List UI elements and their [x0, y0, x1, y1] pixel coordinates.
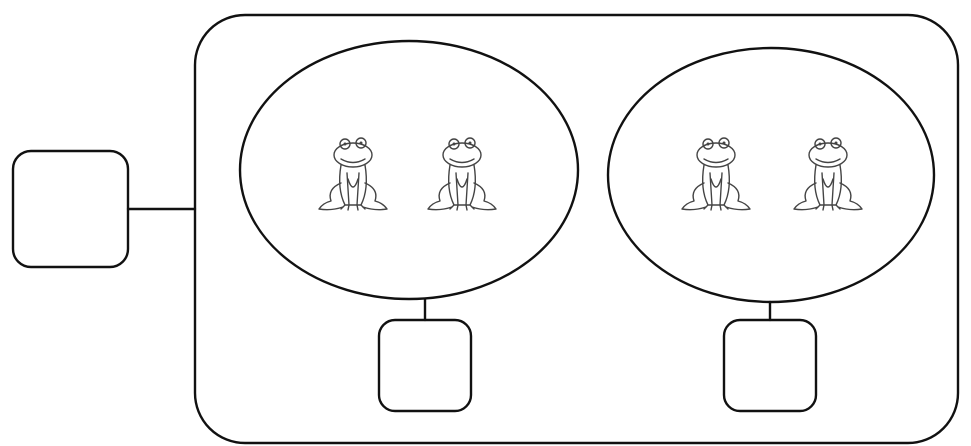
- group-oval-2: [606, 46, 936, 304]
- total-container: [193, 13, 960, 445]
- frog-icon: [318, 137, 388, 211]
- group-oval-1: [238, 39, 580, 301]
- frog-icon: [427, 137, 497, 211]
- frog-icon: [793, 137, 863, 211]
- frog-icon: [681, 137, 751, 211]
- group-box-1[interactable]: [377, 318, 473, 413]
- group-box-2[interactable]: [722, 318, 818, 413]
- total-box[interactable]: [11, 149, 130, 269]
